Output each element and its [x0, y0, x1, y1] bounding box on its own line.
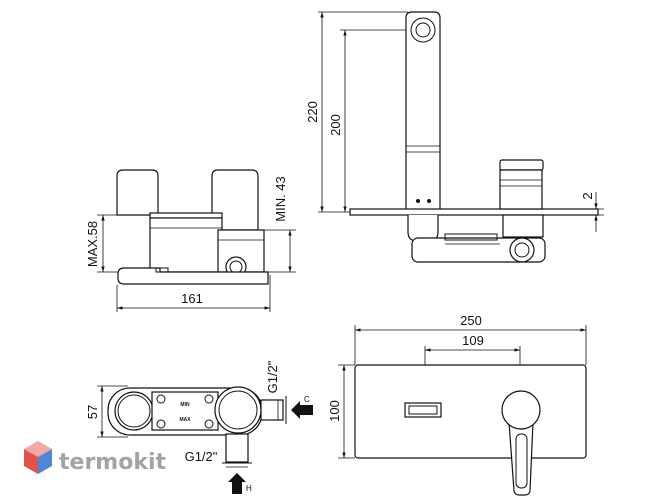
- spout-stub: [407, 215, 439, 242]
- spout-outlet-inner: [415, 22, 431, 38]
- spout-outlet-front: [404, 402, 442, 418]
- bottom-inlet: [225, 433, 249, 463]
- width-dimension-label: 161: [181, 291, 203, 306]
- max-height-label: MAX.58: [85, 221, 100, 267]
- watermark-logo: termokit: [24, 441, 166, 475]
- left-handle-cylinder: [116, 169, 159, 216]
- logo-right-face: [38, 449, 52, 474]
- hot-inlet-label: H: [246, 484, 252, 493]
- lever-handle-slot: [515, 433, 528, 489]
- logo-wordmark: termokit: [59, 450, 166, 475]
- cold-inlet-label: C: [304, 395, 310, 404]
- plate-screw: [204, 419, 214, 429]
- right-handle-top: [214, 386, 262, 434]
- body-top-flange: [149, 212, 223, 219]
- cold-inlet-arrow-icon: [291, 401, 313, 419]
- spout-side-view: 220 200 2: [305, 11, 604, 263]
- spout-screw: [427, 199, 431, 203]
- depth-label: 57: [85, 405, 100, 419]
- body-inlet-inner: [514, 242, 530, 258]
- right-handle-cylinder: [211, 169, 259, 231]
- outlet-height-label: 200: [328, 114, 343, 136]
- wall-plate: [349, 208, 599, 216]
- cartridge-housing: [502, 214, 544, 238]
- hot-inlet-arrow-icon: [228, 473, 246, 494]
- plate-width-label: 250: [460, 313, 482, 328]
- front-view: 250 109 100: [327, 313, 587, 496]
- side-inlet-thread-label: G1/2": [265, 360, 280, 393]
- plate-screw: [204, 394, 214, 404]
- min-depth-label: MIN. 43: [273, 176, 288, 222]
- cube-logo-icon: [24, 441, 52, 474]
- min-mark: MIN: [180, 402, 190, 408]
- logo-left-face: [24, 449, 38, 474]
- spout-outlet-front-inner: [408, 405, 438, 415]
- max-mark: MAX: [179, 417, 191, 423]
- axis-distance-label: 109: [462, 333, 484, 348]
- spout-screw: [416, 199, 420, 203]
- mixer-body: [149, 217, 223, 273]
- plate-screw: [156, 419, 166, 429]
- pipe-bridge: [444, 233, 498, 241]
- total-height-label: 220: [305, 101, 320, 123]
- side-inlet: [260, 399, 284, 421]
- top-view: 57 MIN MAX G1/2" G1/2" C H: [85, 360, 313, 494]
- lever-handle: [508, 421, 534, 496]
- side-elevation-view: 161 MAX.58 MIN. 43: [85, 169, 296, 312]
- bottom-inlet-thread-label: G1/2": [185, 449, 218, 464]
- spout-outlet-outer: [410, 17, 436, 43]
- left-handle-top: [114, 391, 154, 431]
- lever-cap: [499, 159, 544, 171]
- plate-screw: [156, 394, 166, 404]
- plate-thickness-label: 2: [580, 192, 595, 199]
- cover-plate: [354, 364, 587, 459]
- body-inlet-outer: [509, 237, 535, 263]
- left-handle-top-inner: [117, 394, 151, 428]
- lever-rosette: [501, 390, 541, 430]
- lever-body: [499, 169, 543, 210]
- bracket-clip: [155, 267, 169, 273]
- plate-height-label: 100: [327, 400, 342, 422]
- spout-body: [405, 11, 441, 211]
- right-handle-top-inner: [218, 390, 258, 430]
- valve-plate: [151, 391, 219, 431]
